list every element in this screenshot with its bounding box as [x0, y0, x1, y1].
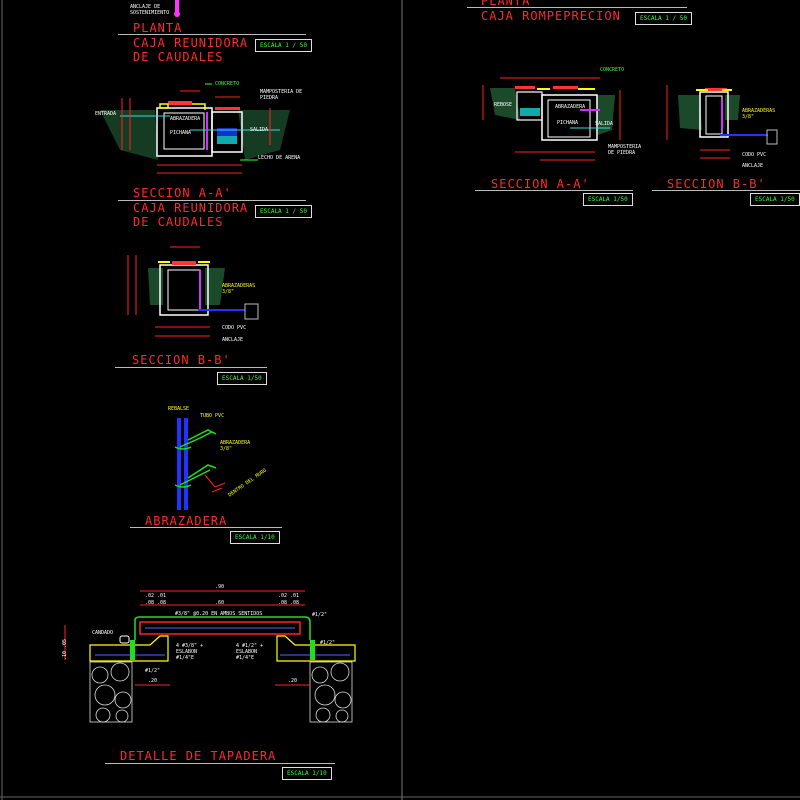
- abrazadera-drawing: [174, 418, 226, 510]
- right-planta-subtitle: CAJA ROMPEPRECION: [481, 8, 621, 24]
- left-seccion-bb-scale: ESCALA 1/50: [217, 372, 267, 385]
- label-candado: CANDADO: [92, 630, 114, 636]
- dim-b-left: .08 .08: [145, 600, 167, 606]
- label-abrazaderas-bb: ABRAZADERAS 3/8": [222, 283, 256, 295]
- underline-left-seccion-aa: [118, 200, 306, 201]
- left-section-bb-drawing: [127, 246, 259, 337]
- label-pichana: PICHANA: [170, 130, 192, 136]
- left-planta-scale: ESCALA 1 / 50: [255, 39, 312, 52]
- dim-20-right: .20: [288, 678, 298, 684]
- right-seccion-aa-scale: ESCALA 1/50: [583, 193, 633, 206]
- left-planta-subtitle-1: CAJA REUNIDORA: [133, 35, 249, 51]
- right-section-aa-drawing: [482, 77, 621, 161]
- label-anclaje: ANCLAJE: [222, 337, 244, 343]
- dim-total: .90: [215, 584, 225, 590]
- left-seccion-aa-title: SECCION A-A': [133, 185, 232, 201]
- right-planta-title: PLANTA: [481, 0, 531, 9]
- dim-20-left: .20: [148, 678, 158, 684]
- tapadera-drawing: [64, 590, 356, 723]
- anclaje-label: ANCLAJE DE SOSTENIMIENTO: [130, 4, 170, 16]
- right-label-abrazaderas: ABRAZADERAS 3/8": [742, 108, 776, 120]
- right-label-abrazadera: ABRAZADERA: [555, 104, 586, 110]
- underline-right-seccion-aa: [475, 190, 633, 191]
- left-seccion-aa-scale: ESCALA 1 / 50: [255, 205, 312, 218]
- left-seccion-aa-subtitle-1: CAJA REUNIDORA: [133, 200, 249, 216]
- phi-left: #1/2": [145, 668, 161, 674]
- dim-b-right: .08 .08: [278, 600, 300, 606]
- right-planta-scale: ESCALA 1 / 50: [635, 12, 692, 25]
- left-planta-title: PLANTA: [133, 20, 183, 36]
- label-entrada: ENTRADA: [95, 111, 117, 117]
- right-label-pichana: PICHANA: [557, 120, 579, 126]
- label-lecho-arena: LECHO DE ARENA: [258, 155, 301, 161]
- label-mamposteria: MAMPOSTERIA DE PIEDRA: [260, 89, 303, 101]
- right-seccion-aa-title: SECCION A-A': [491, 176, 590, 192]
- underline-left-planta: [118, 34, 306, 35]
- dim-side: .10 .05: [62, 638, 68, 660]
- dim-a-right: .02 .01: [278, 593, 300, 599]
- phi-top-right: #1/2": [312, 612, 328, 618]
- underline-right-seccion-bb: [652, 190, 800, 191]
- anclaje-flange: [174, 11, 180, 17]
- right-label-anclaje: ANCLAJE: [742, 163, 764, 169]
- label-rebalse: REBALSE: [168, 406, 190, 412]
- right-label-rebose: REBOSE: [494, 102, 513, 108]
- left-rebar-note: 4 #3/8" + ESLABON #1/4"E: [176, 643, 204, 661]
- left-seccion-aa-subtitle-2: DE CAUDALES: [133, 214, 224, 230]
- underline-abrazadera: [130, 527, 282, 528]
- right-label-concreto: CONCRETO: [600, 67, 625, 73]
- anclaje-pipe: [175, 0, 179, 14]
- phi-right: #1/2": [320, 640, 336, 646]
- right-label-codo: CODO PVC: [742, 152, 767, 158]
- label-salida: SALIDA: [250, 127, 269, 133]
- left-seccion-bb-title: SECCION B-B': [132, 352, 231, 368]
- right-label-salida: SALIDA: [595, 121, 614, 127]
- left-section-aa-drawing: [100, 83, 290, 174]
- rebar-note: #3/8" @0.20 EN AMBOS SENTIDOS: [175, 611, 263, 617]
- right-seccion-bb-title: SECCION B-B': [667, 176, 766, 192]
- underline-tapadera: [105, 763, 335, 764]
- underline-right-planta: [467, 7, 687, 8]
- abrazadera-scale: ESCALA 1/10: [230, 531, 280, 544]
- dim-inner: .60: [215, 600, 225, 606]
- label-abrazadera: ABRAZADERA: [170, 116, 201, 122]
- label-tubo-pvc: TUBO PVC: [200, 413, 225, 419]
- underline-left-seccion-bb: [115, 367, 267, 368]
- label-codo-pvc: CODO PVC: [222, 325, 247, 331]
- right-label-mamposteria: MAMPOSTERIA DE PIEDRA: [608, 144, 642, 156]
- right-section-bb-drawing: [666, 85, 778, 159]
- left-planta-subtitle-2: DE CAUDALES: [133, 49, 224, 65]
- label-abrazadera-detail: ABRAZADERA 3/8": [220, 440, 251, 452]
- dim-a-left: .02 .01: [145, 593, 167, 599]
- label-concreto: CONCRETO: [215, 81, 240, 87]
- tapadera-title: DETALLE DE TAPADERA: [120, 748, 277, 764]
- right-rebar-note: 4 #1/2" + ESLABON #1/4"E: [236, 643, 264, 661]
- right-seccion-bb-scale: ESCALA 1/50: [750, 193, 800, 206]
- abrazadera-title: ABRAZADERA: [145, 513, 228, 529]
- tapadera-scale: ESCALA 1/10: [282, 767, 332, 780]
